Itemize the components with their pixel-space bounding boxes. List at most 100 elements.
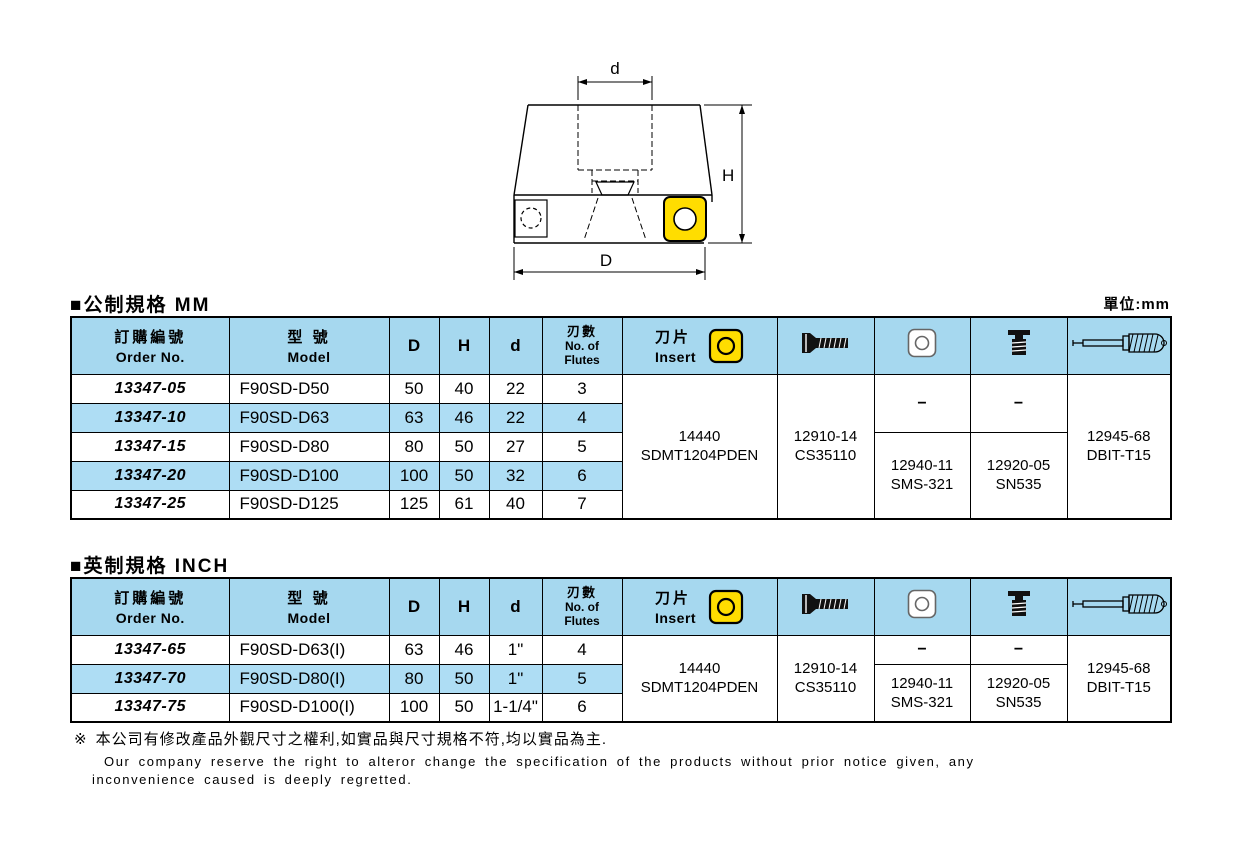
note-mark: ※ <box>74 731 88 748</box>
insert-icon <box>708 589 744 624</box>
inch-spec-table: 訂購編號 Order No. 型 號 Model D H d 刃數 No. of… <box>70 577 1172 723</box>
h-cell: 50 <box>438 663 490 694</box>
table-row: 13347-15 F90SD-D80 80 50 27 5 12940-11 S… <box>70 431 1171 520</box>
small-d-cell: 32 <box>488 460 543 491</box>
big-d-cell: 80 <box>388 431 440 462</box>
inch-section-title: ■英制規格 INCH <box>70 556 230 577</box>
model-cell: F90SD-D100(I) <box>228 692 390 723</box>
order-no-header-zh: 訂購編號 <box>114 329 187 347</box>
table-row: 13347-20 F90SD-D100 100 50 32 6 <box>70 460 1171 491</box>
model-cell: F90SD-D80 <box>228 431 390 462</box>
small-d-cell: 22 <box>488 402 543 433</box>
shim-cell: 12940-11 SMS-321 <box>873 663 971 723</box>
big-d-cell: 125 <box>388 489 440 520</box>
flutes-header: 刃數 No. of Flutes <box>541 577 623 636</box>
order-cell: 13347-05 <box>70 373 230 404</box>
dim-label-h: H <box>722 166 734 185</box>
driver-icon <box>1072 594 1167 614</box>
clamp-dash-cell: − <box>969 373 1068 433</box>
dim-label-big-d: D <box>600 251 612 270</box>
model-cell: F90SD-D125 <box>228 489 390 520</box>
big-d-cell: 80 <box>388 663 440 694</box>
screw-header <box>776 316 875 375</box>
model-cell: F90SD-D50 <box>228 373 390 404</box>
clamp-cell: 12920-05 SN535 <box>969 663 1068 723</box>
order-cell: 13347-20 <box>70 460 230 491</box>
clamp-dash-cell: − <box>969 634 1068 665</box>
flutes-cell: 6 <box>541 692 623 723</box>
flutes-cell: 3 <box>541 373 623 404</box>
metric-section-title: ■公制規格 MM <box>70 295 211 316</box>
shim-header <box>873 316 971 375</box>
driver-cell: 12945-68 DBIT-T15 <box>1066 634 1172 723</box>
small-d-header: d <box>488 577 543 636</box>
model-cell: F90SD-D80(I) <box>228 663 390 694</box>
order-cell: 13347-25 <box>70 489 230 520</box>
h-cell: 50 <box>438 460 490 491</box>
driver-cell: 12945-68 DBIT-T15 <box>1066 373 1172 520</box>
shim-cell: 12940-11 SMS-321 <box>873 431 971 520</box>
clamp-screw-icon <box>1007 330 1030 356</box>
shim-header <box>873 577 971 636</box>
small-d-cell: 1" <box>488 634 543 665</box>
table-header-row: 訂購編號 Order No. 型 號 Model D H d 刃數 No. of… <box>70 577 1172 636</box>
clamp-screw-icon <box>1007 591 1030 617</box>
footer-note: ※本公司有修改產品外觀尺寸之權利,如實品與尺寸規格不符,均以實品為主. Our … <box>74 728 975 787</box>
table-row: 13347-25 F90SD-D125 125 61 40 7 <box>70 489 1171 520</box>
model-cell: F90SD-D63(I) <box>228 634 390 665</box>
model-header-zh: 型 號 <box>287 329 331 347</box>
model-header: 型 號 Model <box>228 577 390 636</box>
big-d-header: D <box>388 316 440 375</box>
model-cell: F90SD-D63 <box>228 402 390 433</box>
insert-header: 刀片 Insert <box>621 316 778 375</box>
flutes-cell: 4 <box>541 402 623 433</box>
cutter-technical-drawing: d H D <box>513 59 752 280</box>
table-row: 13347-65 F90SD-D63(I) 63 46 1" 4 14440 S… <box>70 634 1172 723</box>
flutes-cell: 7 <box>541 489 623 520</box>
screw-cell: 12910-14 CS35110 <box>776 373 875 520</box>
footer-note-zh: ※本公司有修改產品外觀尺寸之權利,如實品與尺寸規格不符,均以實品為主. <box>74 731 608 748</box>
small-d-cell: 1" <box>488 663 543 694</box>
order-cell: 13347-65 <box>70 634 230 665</box>
order-no-header: 訂購編號 Order No. <box>70 316 230 375</box>
table-header-row: 訂購編號 Order No. 型 號 Model D H d 刃數 No. of… <box>70 316 1172 375</box>
flutes-cell: 5 <box>541 431 623 462</box>
h-header: H <box>438 577 490 636</box>
metric-spec-table: 訂購編號 Order No. 型 號 Model D H d 刃數 No. of… <box>70 316 1172 520</box>
big-d-cell: 63 <box>388 634 440 665</box>
dim-label-d: d <box>610 59 619 78</box>
screw-icon <box>801 594 848 615</box>
driver-icon <box>1072 333 1167 353</box>
flutes-cell: 6 <box>541 460 623 491</box>
big-d-header: D <box>388 577 440 636</box>
order-cell: 13347-15 <box>70 431 230 462</box>
order-no-header-en: Order No. <box>115 349 185 366</box>
h-cell: 40 <box>438 373 490 404</box>
insert-icon <box>663 196 707 242</box>
shim-icon <box>907 328 937 358</box>
clamp-screw-header <box>969 577 1068 636</box>
flutes-cell: 4 <box>541 634 623 665</box>
h-cell: 61 <box>438 489 490 520</box>
big-d-cell: 100 <box>388 692 440 723</box>
small-d-cell: 27 <box>488 431 543 462</box>
table-row: 13347-75 F90SD-D100(I) 100 50 1-1/4" 6 <box>70 692 1171 723</box>
shim-dash-cell: − <box>873 634 971 665</box>
insert-icon <box>708 328 744 363</box>
h-cell: 46 <box>438 402 490 433</box>
table-row: 13347-05 F90SD-D50 50 40 22 3 14440 SDMT… <box>70 373 1172 520</box>
clamp-cell: 12920-05 SN535 <box>969 431 1068 520</box>
small-d-header: d <box>488 316 543 375</box>
shim-icon <box>907 589 937 619</box>
footer-note-en-2: inconvenience caused is deeply regretted… <box>92 772 413 787</box>
footer-note-en-1: Our company reserve the right to alteror… <box>104 754 975 769</box>
model-header: 型 號 Model <box>228 316 390 375</box>
screw-icon <box>801 333 848 354</box>
big-d-cell: 50 <box>388 373 440 404</box>
table-row: 13347-70 F90SD-D80(I) 80 50 1" 5 12940-1… <box>70 663 1171 723</box>
insert-header: 刀片 Insert <box>621 577 778 636</box>
order-cell: 13347-10 <box>70 402 230 433</box>
h-cell: 46 <box>438 634 490 665</box>
order-cell: 13347-70 <box>70 663 230 694</box>
